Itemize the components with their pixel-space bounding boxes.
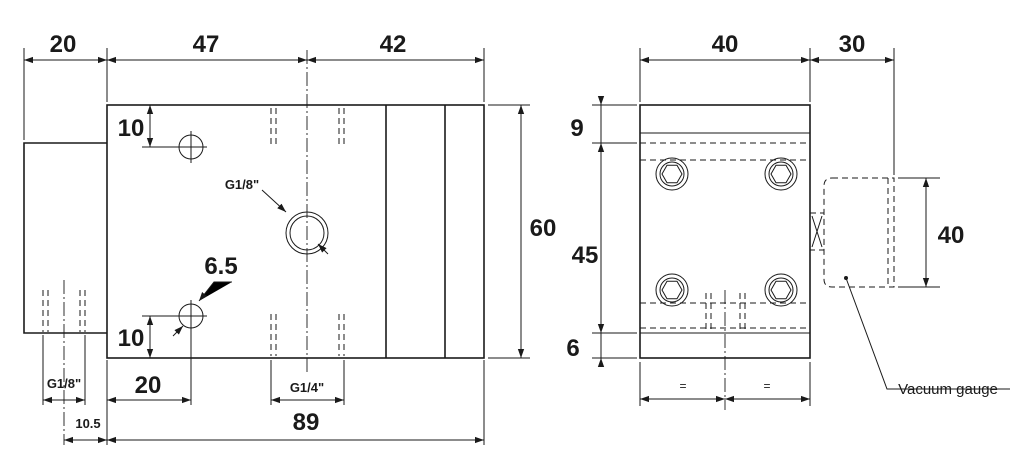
center-port-label: G1/8"	[225, 177, 259, 192]
dim-gauge-offset-text: 30	[839, 31, 866, 58]
socket-screw-top-left	[655, 157, 689, 191]
side-port-label: G1/8"	[47, 376, 81, 391]
dim-hole-diameter-text: 6.5	[204, 253, 237, 280]
vacuum-gauge-label: Vacuum gauge	[898, 381, 998, 398]
dim-side-offset-text: 10.5	[75, 416, 100, 431]
dim-screw-spacing-text: 45	[572, 242, 599, 269]
bottom-port-label: G1/4"	[290, 380, 324, 395]
gauge-connector-cross	[811, 215, 823, 248]
dim-overhang-text: 20	[50, 31, 77, 58]
dim-port-center-text: 47	[193, 31, 220, 58]
side-view: 40 30 9 45 6 40 = = Vacuum gauge	[566, 31, 1010, 410]
dim-height-text: 60	[530, 215, 557, 242]
dim-equal-right-text: =	[763, 379, 770, 393]
dim-bottom-band-text: 6	[566, 335, 579, 362]
vacuum-gauge-outline	[823, 177, 895, 288]
dim-top-band-text: 9	[570, 115, 583, 142]
dim-gauge-height-text: 40	[938, 222, 965, 249]
socket-screw-top-right	[764, 157, 798, 191]
leader-hole-diameter	[198, 281, 232, 302]
dim-equal-left-text: =	[679, 379, 686, 393]
dim-side-width-text: 40	[712, 31, 739, 58]
dim-port-end-text: 42	[380, 31, 407, 58]
dim-hole-x-text: 20	[135, 372, 162, 399]
front-left-protrusion	[23, 142, 107, 334]
dim-top-hole-text: 10	[118, 115, 145, 142]
dim-total-length-text: 89	[293, 409, 320, 436]
dim-bottom-hole-text: 10	[118, 325, 145, 352]
leader-center-port-out	[317, 243, 329, 255]
front-body-outline	[106, 104, 485, 359]
gauge-leader	[845, 277, 1010, 390]
leader-center-port	[261, 189, 287, 213]
socket-screw-bottom-left	[655, 273, 689, 307]
leader-hole-diameter-out	[172, 325, 184, 337]
socket-screw-bottom-right	[764, 273, 798, 307]
front-view: 20 47 42 60 10 10 20 89 10.5 6.5 G1/8" G…	[23, 31, 557, 445]
